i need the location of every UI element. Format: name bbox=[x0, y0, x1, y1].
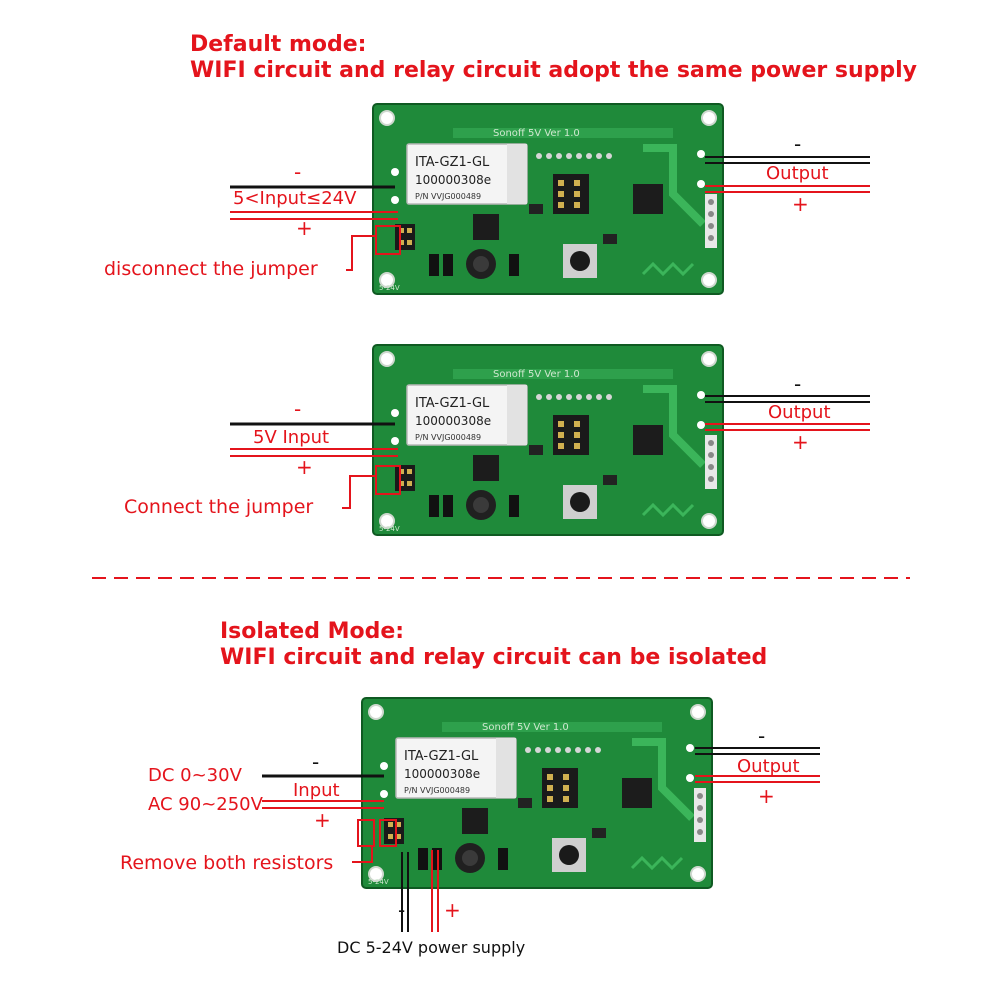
board-3-resistor-leader bbox=[352, 846, 373, 863]
board-2-jumper-leader bbox=[342, 475, 376, 509]
board-1-jumper-label: disconnect the jumper bbox=[104, 258, 318, 280]
board-1-output-minus: - bbox=[794, 132, 802, 156]
board-3-silk-bottom: 5-24V bbox=[368, 878, 389, 886]
board-3-input-plus: + bbox=[314, 808, 331, 832]
board-3-input-label: Input bbox=[293, 780, 340, 801]
board-3-output-label: Output bbox=[737, 756, 800, 777]
board-3-ac-label: AC 90~250V bbox=[148, 794, 263, 815]
board-2-input-plus: + bbox=[296, 455, 313, 479]
board-3-dc-label: DC 0~30V bbox=[148, 765, 242, 786]
board-2-silk-title: Sonoff 5V Ver 1.0 bbox=[493, 369, 580, 380]
board-1-output-plus: + bbox=[792, 192, 809, 216]
board-3-module-line2: 100000308e bbox=[404, 767, 480, 781]
board-1-silk-bottom: 5-24V bbox=[379, 284, 400, 292]
board-3-input-minus: - bbox=[312, 750, 320, 774]
isolated-mode-subtitle: WIFI circuit and relay circuit can be is… bbox=[220, 645, 768, 670]
board-3-resistor-label: Remove both resistors bbox=[120, 852, 334, 874]
board-1-module-line2: 100000308e bbox=[415, 173, 491, 187]
board-1-input-label: 5<Input≤24V bbox=[233, 188, 357, 209]
board-1-module-line1: ITA-GZ1-GL bbox=[415, 155, 490, 170]
board-2-output-label: Output bbox=[768, 402, 831, 423]
board-1-output-label: Output bbox=[766, 163, 829, 184]
board-3-supply-label: DC 5-24V power supply bbox=[337, 938, 526, 957]
board-2-silk-bottom: 5-24V bbox=[379, 525, 400, 533]
board-2-input-label: 5V Input bbox=[253, 427, 330, 448]
board-3-output-minus: - bbox=[758, 724, 766, 748]
board-3-supply-plus: + bbox=[444, 898, 461, 922]
board-1-silk-title: Sonoff 5V Ver 1.0 bbox=[493, 128, 580, 139]
board-3-resistor-box-2 bbox=[379, 819, 397, 847]
board-2-module-line1: ITA-GZ1-GL bbox=[415, 396, 490, 411]
board-2-output-minus: - bbox=[794, 372, 802, 396]
board-1-jumper-leader bbox=[346, 235, 376, 271]
board-3-silk-title: Sonoff 5V Ver 1.0 bbox=[482, 722, 569, 733]
board-2-module-line3: P/N VVJG000489 bbox=[415, 433, 481, 442]
default-mode-subtitle: WIFI circuit and relay circuit adopt the… bbox=[190, 58, 918, 83]
pcb-board-2: Sonoff 5V Ver 1.0 ITA-GZ1-GL 100000308e … bbox=[373, 345, 723, 535]
pcb-board-1: Sonoff 5V Ver 1.0 ITA-GZ1-GL 100000308e … bbox=[373, 104, 723, 294]
board-3-output-plus: + bbox=[758, 784, 775, 808]
board-3-resistor-box-1 bbox=[357, 819, 375, 847]
board-1-input-minus: - bbox=[294, 160, 302, 184]
board-2-output-plus: + bbox=[792, 430, 809, 454]
default-mode-title: Default mode: bbox=[190, 32, 367, 57]
board-1-module-line3: P/N VVJG000489 bbox=[415, 192, 481, 201]
isolated-mode-title: Isolated Mode: bbox=[220, 619, 405, 644]
board-3-module-line1: ITA-GZ1-GL bbox=[404, 749, 479, 764]
board-1-jumper-highlight bbox=[375, 225, 401, 255]
board-2-module-line2: 100000308e bbox=[415, 414, 491, 428]
board-2-input-minus: - bbox=[294, 397, 302, 421]
board-1-input-plus: + bbox=[296, 216, 313, 240]
pcb-board-3: Sonoff 5V Ver 1.0 ITA-GZ1-GL 100000308e … bbox=[362, 698, 712, 888]
board-2-jumper-highlight bbox=[375, 465, 401, 495]
board-3-module-line3: P/N VVJG000489 bbox=[404, 786, 470, 795]
board-2-jumper-label: Connect the jumper bbox=[124, 496, 314, 518]
board-3-supply-minus: - bbox=[398, 898, 406, 922]
